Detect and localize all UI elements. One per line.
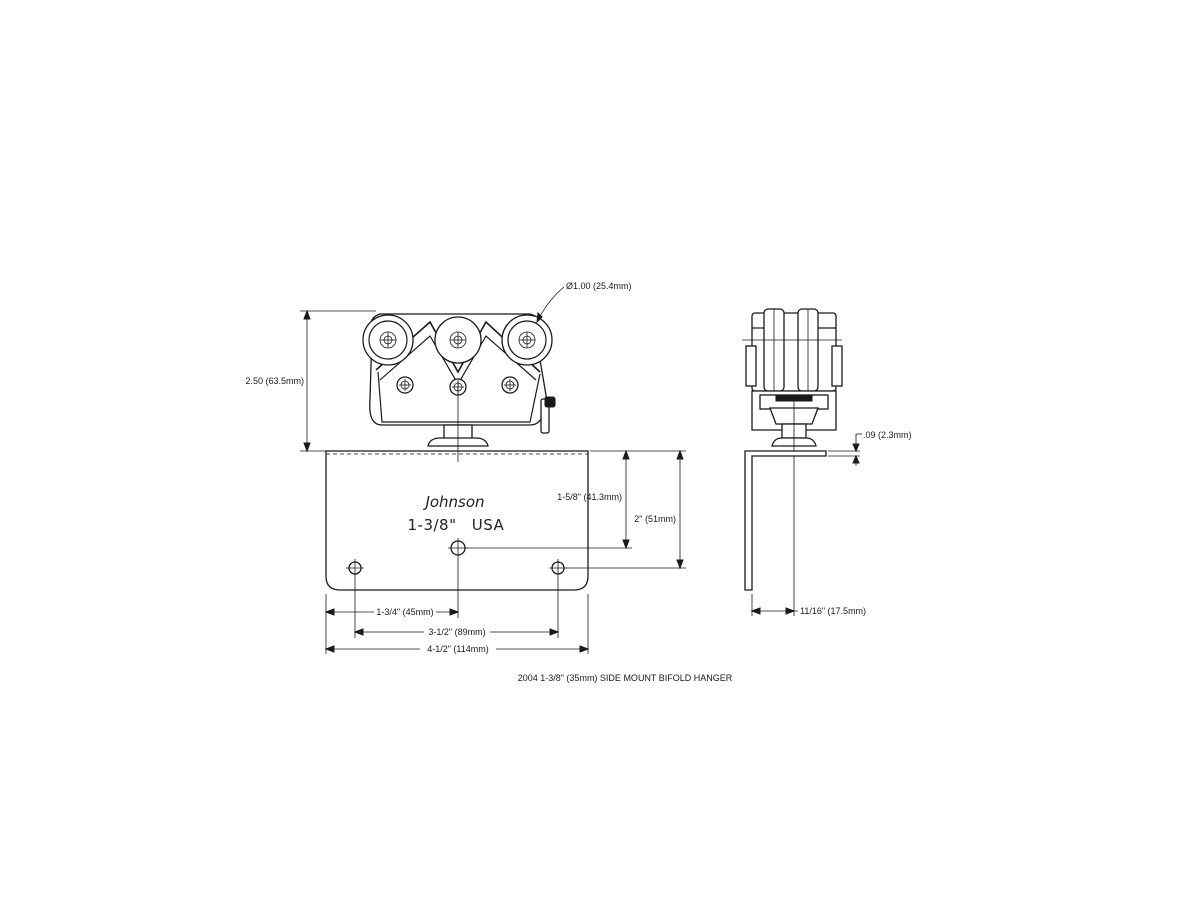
dim-overall-height: 2.50 (63.5mm) [245, 309, 376, 453]
dim-center-offset-label: 1-3/4" (45mm) [376, 607, 433, 617]
rivet-left [396, 376, 414, 394]
mounting-plate [325, 380, 589, 591]
side-view: .09 (2.3mm) 11/16" (17.5mm) [742, 308, 912, 616]
side-wheel-assembly [742, 308, 843, 392]
stamp-origin: USA [472, 516, 505, 534]
front-view: Johnson 1-3/8" USA Ø1.00 (25.4mm) [245, 281, 686, 655]
drawing-caption: 2004 1-3/8" (35mm) SIDE MOUNT BIFOLD HAN… [518, 673, 733, 683]
stamp-size: 1-3/8" [408, 516, 457, 534]
wheel-left [362, 314, 414, 366]
hole-center [448, 538, 468, 558]
dim-center-offset: 1-3/4" (45mm) [324, 558, 460, 654]
dim-plate-width-label: 4-1/2" (114mm) [427, 644, 489, 654]
dim-plate-height-label: 2" (51mm) [634, 514, 676, 524]
rivet-right [501, 376, 519, 394]
hole-left [346, 559, 364, 577]
dim-overall-height-label: 2.50 (63.5mm) [245, 376, 304, 386]
stamp-brand: Johnson [422, 493, 484, 511]
dim-hole-height-label: 1-5/8" (41.3mm) [557, 492, 622, 502]
dim-hole-spacing-label: 3-1/2" (89mm) [428, 627, 485, 637]
dim-offset-depth: 11/16" (17.5mm) [750, 462, 866, 616]
dim-offset-depth-label: 11/16" (17.5mm) [800, 606, 866, 616]
wheel-center [434, 316, 482, 364]
wheel-right [501, 314, 553, 366]
dim-hole-spacing: 3-1/2" (89mm) [353, 577, 560, 638]
dim-wheel-diameter: Ø1.00 (25.4mm) [536, 281, 632, 324]
side-bracket [744, 450, 827, 591]
dim-plate-thickness: .09 (2.3mm) [828, 430, 912, 466]
dim-plate-thickness-label: .09 (2.3mm) [863, 430, 912, 440]
dim-plate-height: 2" (51mm) [566, 449, 686, 570]
dim-plate-width: 4-1/2" (114mm) [324, 594, 590, 655]
hole-right [549, 559, 567, 577]
dim-hole-height: 1-5/8" (41.3mm) [466, 449, 632, 550]
side-carriage [751, 390, 837, 462]
dim-wheel-diameter-label: Ø1.00 (25.4mm) [566, 281, 632, 291]
